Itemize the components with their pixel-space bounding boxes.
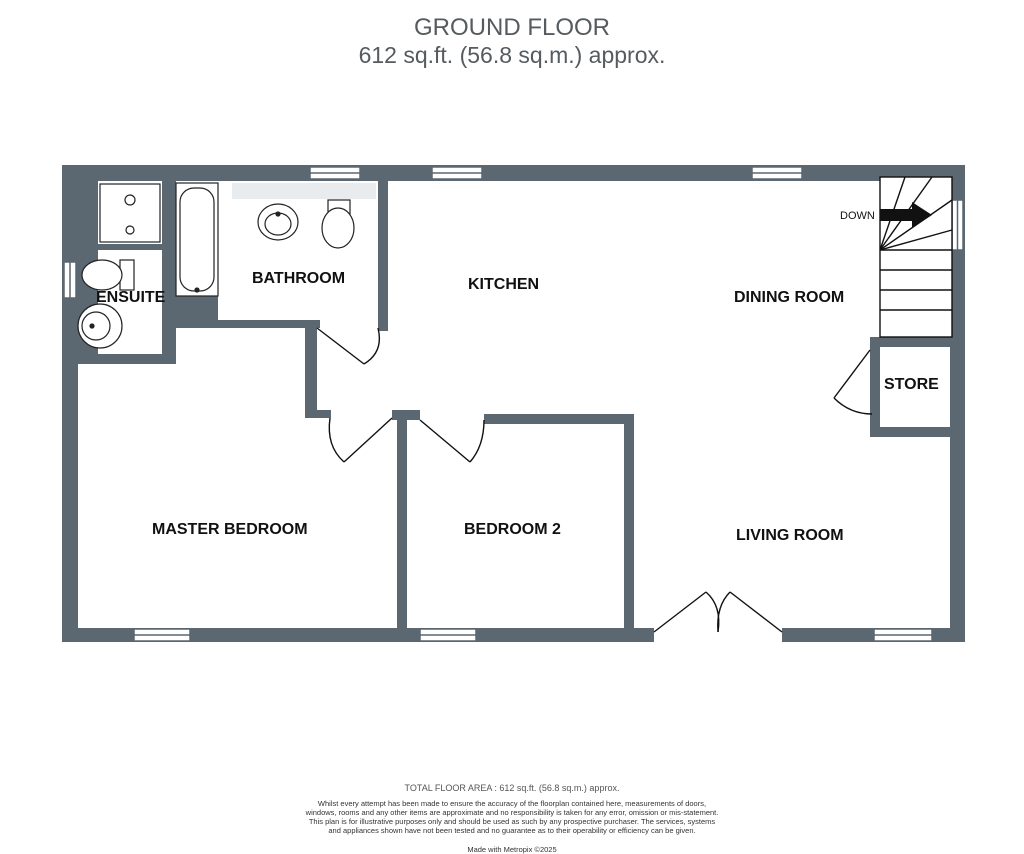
wall-master-door-left	[305, 410, 331, 418]
wall-top-outer	[62, 165, 965, 181]
door-bathroom	[316, 327, 381, 365]
windows	[63, 166, 964, 642]
door-living-room-french	[653, 591, 783, 633]
door-store	[833, 349, 873, 415]
shower-drain-icon	[125, 225, 135, 235]
floor-area-subtitle: 612 sq.ft. (56.8 sq.m.) approx.	[358, 42, 666, 68]
wall-left-outer	[62, 165, 78, 642]
stairs-down-label: DOWN	[840, 210, 875, 222]
staircase	[879, 176, 953, 338]
room-label-dining-room: DINING ROOM	[734, 289, 844, 306]
room-label-kitchen: KITCHEN	[468, 276, 539, 293]
wall-bathroom-right	[378, 181, 388, 331]
door-master-bedroom	[328, 417, 393, 463]
wall-corridor-left	[305, 320, 317, 416]
wall-shower-divider	[98, 244, 162, 250]
wall-bedroom2-top	[484, 414, 634, 424]
wall-master-bedroom2-divider	[397, 410, 407, 642]
bathroom-counter	[232, 183, 376, 199]
doors	[316, 327, 873, 633]
stairs-down-arrow-icon	[880, 202, 932, 228]
wall-bathroom-lower-left	[176, 296, 218, 324]
shower-head-icon	[124, 194, 136, 206]
wall-store-left	[870, 337, 880, 437]
bathroom-toilet-bowl	[321, 207, 355, 249]
room-label-living-room: LIVING ROOM	[736, 527, 844, 544]
wall-ensuite-right	[162, 181, 176, 361]
room-label-store: STORE	[884, 376, 939, 393]
ensuite-toilet-bowl	[81, 259, 123, 291]
wall-store-top	[870, 337, 950, 347]
room-label-bathroom: BATHROOM	[252, 270, 345, 287]
room-label-bedroom-2: BEDROOM 2	[464, 521, 561, 538]
floor-title: GROUND FLOOR	[413, 14, 610, 41]
wall-right-outer	[950, 165, 965, 642]
door-bedroom-2	[419, 419, 485, 463]
bath-tap-icon	[194, 287, 200, 293]
wall-ensuite-bottom	[78, 354, 176, 364]
room-label-ensuite: ENSUITE	[96, 289, 166, 306]
wall-bottom-outer-left	[62, 628, 654, 642]
credit-text: Made with Metropix ©2025	[467, 845, 557, 854]
fixtures	[77, 182, 376, 349]
wall-store-bottom	[870, 427, 950, 437]
wall-bedroom2-right	[624, 414, 634, 642]
total-floor-area: TOTAL FLOOR AREA : 612 sq.ft. (56.8 sq.m…	[404, 783, 620, 793]
room-label-master-bedroom: MASTER BEDROOM	[152, 521, 308, 538]
disclaimer-text: Whilst every attempt has been made to en…	[305, 799, 719, 835]
wall-bathroom-bottom	[176, 320, 320, 328]
